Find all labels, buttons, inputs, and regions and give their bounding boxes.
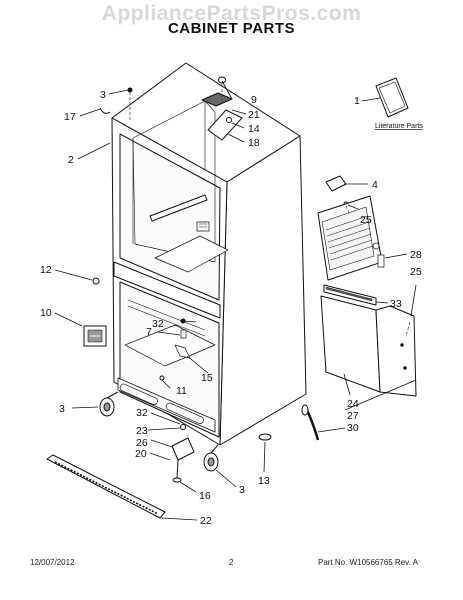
callout-28: 28: [410, 249, 422, 261]
cabinet-body: [111, 62, 307, 446]
part-4-block: [325, 175, 347, 192]
callout-25-lower: 25: [410, 266, 422, 278]
callout-21: 21: [248, 109, 260, 121]
callout-15: 15: [201, 372, 213, 384]
callout-32-lower: 32: [136, 407, 148, 419]
watermark: AppliancePartsPros.com: [101, 2, 362, 25]
literature-label: Literature Parts: [375, 123, 423, 130]
callout-7: 7: [146, 326, 152, 338]
footer-part-number: Part No. W10566765 Rev. A: [318, 558, 418, 567]
machine-panel-28: [317, 195, 385, 281]
callout-11: 11: [176, 385, 187, 397]
callout-32-upper: 32: [152, 318, 164, 330]
callout-3-right: 3: [239, 484, 245, 496]
drain-tube-30: [301, 404, 320, 441]
callout-25-upper: 25: [360, 214, 372, 226]
part-17-clip: [99, 107, 111, 114]
callout-1: 1: [354, 95, 360, 107]
foot-13: [258, 433, 272, 441]
hidden-lines: [129, 84, 411, 337]
callout-33: 33: [390, 298, 402, 310]
page-title: CABINET PARTS: [167, 20, 296, 37]
literature-booklet: [375, 77, 409, 118]
callout-10: 10: [40, 307, 52, 319]
callout-24: 24: [347, 398, 359, 410]
callout-27: 27: [347, 410, 359, 422]
leader-lines: [54, 80, 417, 521]
caster-right: [203, 444, 219, 472]
footer-page-number: 2: [229, 558, 234, 567]
callout-9: 9: [251, 94, 257, 106]
callout-30: 30: [347, 422, 359, 434]
callout-2: 2: [68, 154, 74, 166]
callout-20: 20: [135, 448, 147, 460]
top-hinge: [201, 76, 243, 141]
leveler-assembly: [171, 424, 195, 483]
screw-12: [92, 277, 100, 285]
callout-3-left: 3: [59, 403, 65, 415]
part-10-box: [83, 325, 107, 347]
footer-date: 12/007/2012: [30, 558, 75, 567]
caster-left: [99, 391, 119, 417]
callout-3-top: 3: [100, 89, 106, 101]
callout-numbers: 1 2 3 3 3 4 7 9 10 11 12 13 14 15 16 17 …: [40, 89, 422, 527]
callout-22: 22: [200, 515, 212, 527]
base-grille: [46, 454, 166, 519]
callout-16: 16: [199, 490, 211, 502]
callout-26: 26: [136, 437, 148, 449]
callout-12: 12: [40, 264, 52, 276]
screw-3-top: [127, 87, 133, 93]
callout-14: 14: [248, 123, 260, 135]
callout-13: 13: [258, 475, 270, 487]
back-panel-24: [320, 295, 417, 397]
callout-17: 17: [64, 111, 76, 123]
callout-23: 23: [136, 425, 148, 437]
callout-4: 4: [372, 179, 378, 191]
callout-18: 18: [248, 137, 260, 149]
